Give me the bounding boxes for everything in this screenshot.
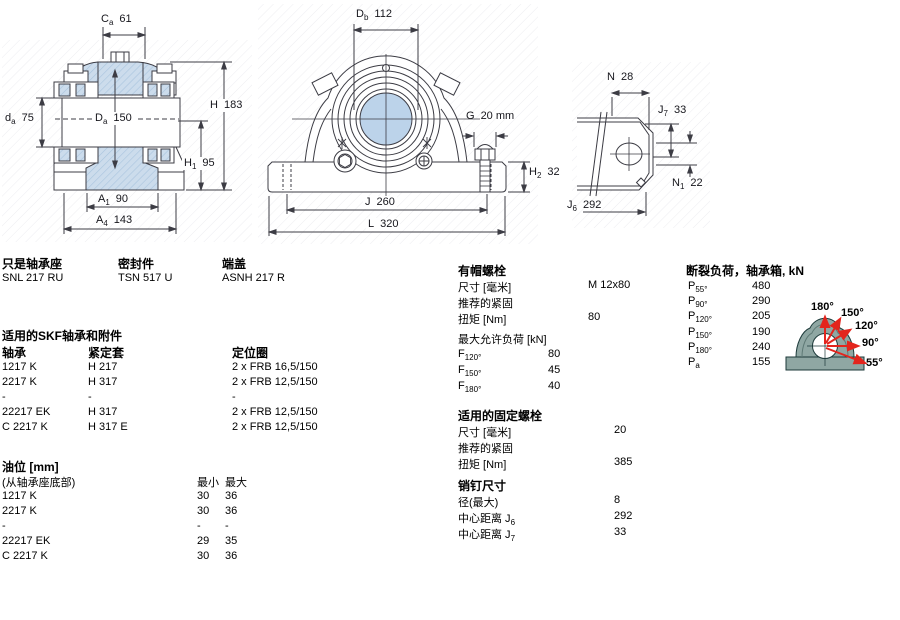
angle-label-120: 120°: [855, 320, 878, 332]
spec-row: 中心距离 J6 292: [458, 510, 633, 528]
spec-row: P150° 190: [688, 326, 771, 341]
angle-label-55: 55°: [866, 357, 883, 369]
base-detail-dimension-lines: [583, 89, 697, 216]
base-detail-drawing: [577, 89, 697, 216]
spec-row: P180° 240: [688, 341, 771, 356]
attachment-bolts-title: 适用的固定螺栓: [458, 409, 543, 423]
spec-row: P90° 290: [688, 295, 771, 310]
front-view-drawing: [267, 24, 530, 236]
spec-row: F180° 40: [458, 380, 561, 395]
spec-row: 尺寸 [毫米] 20: [458, 424, 627, 439]
pin-dimensions-title: 销钉尺寸: [458, 479, 507, 493]
spec-row: F150° 45: [458, 364, 561, 379]
spec-row: 扭矩 [Nm] 385: [458, 456, 633, 471]
side-view-dimension-lines: [36, 27, 232, 234]
seal-value: TSN 517 U: [118, 272, 173, 284]
angle-label-90: 90°: [862, 337, 879, 349]
spec-row: 径(最大) 8: [458, 494, 621, 509]
end-cover-value: ASNH 217 R: [222, 272, 285, 284]
load-direction-arrows: [819, 314, 868, 365]
max-load-title: 最大允许负荷 [kN]: [458, 334, 547, 346]
spec-row: P55° 480: [688, 280, 771, 295]
oil-table-title: 油位 [mm]: [2, 460, 59, 474]
end-cover-label: 端盖: [222, 257, 247, 271]
spec-row: Pa 155: [688, 356, 771, 371]
angle-label-150: 150°: [841, 307, 864, 319]
spec-row: 推荐的紧固: [458, 298, 513, 310]
bearing-table-title: 适用的SKF轴承和附件: [2, 329, 123, 343]
seal-label: 密封件: [118, 257, 155, 271]
technical-drawings: [2, 4, 710, 244]
housing-value: SNL 217 RU: [2, 272, 64, 284]
spec-row: P120° 205: [688, 310, 771, 325]
spec-row: F120° 80: [458, 348, 561, 363]
spec-row: 推荐的紧固: [458, 443, 513, 455]
front-view-dimension-lines: [267, 24, 530, 236]
cap-bolts-title: 有帽螺栓: [458, 264, 507, 278]
spec-row: 尺寸 [毫米] M 12x80: [458, 279, 631, 294]
side-view-drawing: [36, 27, 232, 234]
spec-row: 中心距离 J7 33: [458, 526, 627, 544]
housing-label: 只是轴承座: [2, 257, 63, 271]
angle-label-180: 180°: [811, 301, 834, 313]
breaking-loads-title: 断裂负荷，轴承箱, kN: [686, 264, 805, 278]
load-angle-diagram: [785, 314, 868, 371]
spec-row: 扭矩 [Nm] 80: [458, 311, 601, 326]
